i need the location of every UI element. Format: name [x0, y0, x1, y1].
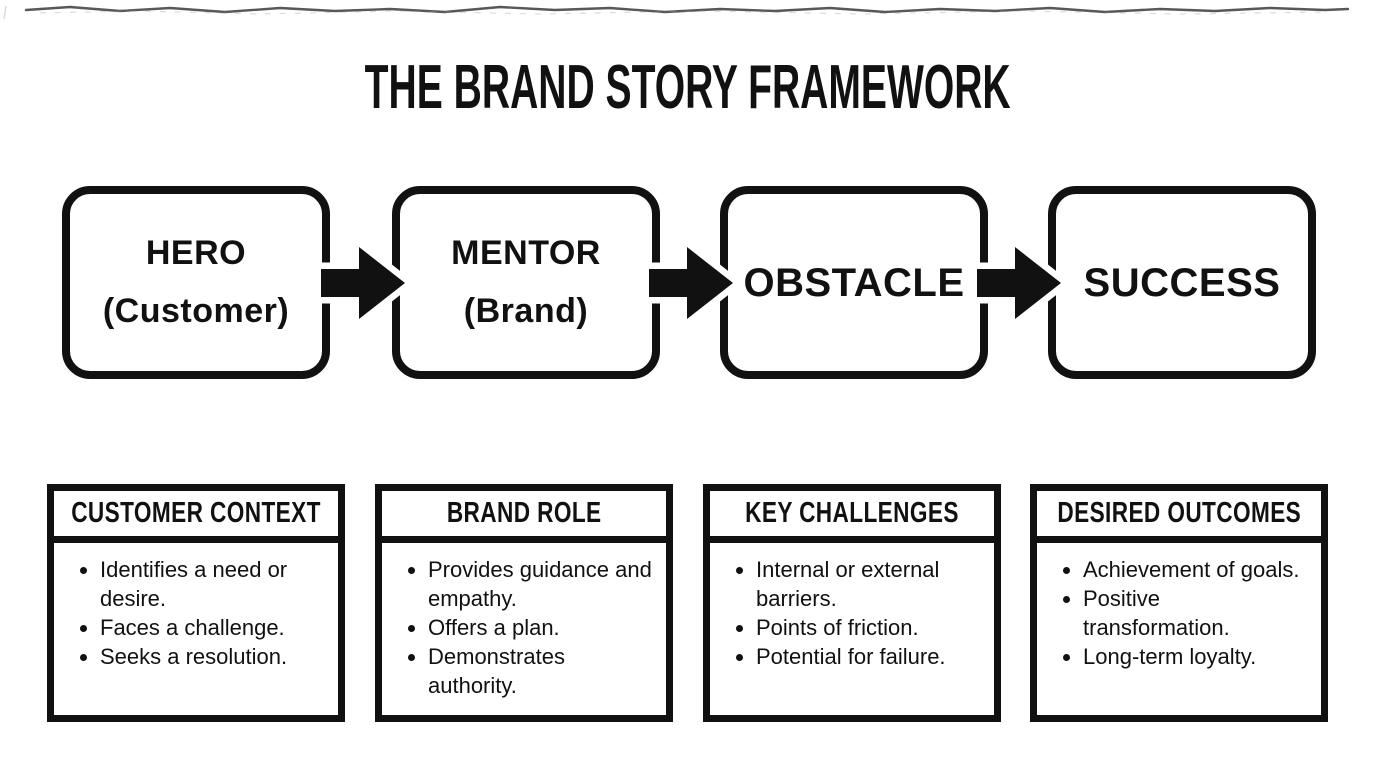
card-header: KEY CHALLENGES [710, 491, 994, 543]
card-bullet-item: Potential for failure. [756, 642, 984, 671]
card-bullet-item: Long-term loyalty. [1083, 642, 1311, 671]
flow-box-sublabel: (Customer) [102, 291, 290, 330]
card-bullet-list: Provides guidance and empathy. Offers a … [382, 543, 666, 700]
card-bullet-item: Seeks a resolution. [100, 642, 328, 671]
flow-box-obstacle: OBSTACLE [720, 186, 988, 379]
torn-paper-edge [3, 5, 1350, 20]
flow-box-sublabel: (Brand) [463, 291, 589, 330]
card-bullet-item: Faces a challenge. [100, 613, 328, 642]
card-bullet-item: Achievement of goals. [1083, 555, 1311, 584]
card-bullet-item: Internal or external barriers. [756, 555, 984, 613]
card-title: BRAND ROLE [446, 497, 602, 529]
card-bullet-item: Offers a plan. [428, 613, 656, 642]
flow-box-label: HERO [145, 233, 247, 272]
card-bullet-list: Internal or external barriers. Points of… [710, 543, 994, 671]
card-bullet-list: Achievement of goals. Positive transform… [1037, 543, 1321, 671]
flow-box-label: OBSTACLE [743, 260, 965, 305]
card-title: KEY CHALLENGES [745, 497, 959, 529]
card-customer-context: CUSTOMER CONTEXT Identifies a need or de… [47, 484, 345, 722]
flow-arrow-icon [321, 244, 412, 322]
card-header: DESIRED OUTCOMES [1037, 491, 1321, 543]
flow-arrow-icon [977, 244, 1068, 322]
flow-box-hero: HERO (Customer) [62, 186, 330, 379]
card-title: CUSTOMER CONTEXT [71, 497, 321, 529]
card-title: DESIRED OUTCOMES [1057, 497, 1301, 529]
flow-arrow-icon [649, 244, 740, 322]
flow-box-label: SUCCESS [1083, 260, 1281, 305]
card-bullet-item: Demonstrates authority. [428, 642, 656, 700]
card-header: CUSTOMER CONTEXT [54, 491, 338, 543]
card-bullet-item: Points of friction. [756, 613, 984, 642]
page-title: THE BRAND STORY FRAMEWORK [0, 50, 1376, 126]
card-bullet-list: Identifies a need or desire. Faces a cha… [54, 543, 338, 671]
card-key-challenges: KEY CHALLENGES Internal or external barr… [703, 484, 1001, 722]
flow-box-success: SUCCESS [1048, 186, 1316, 379]
card-bullet-item: Positive transformation. [1083, 584, 1311, 642]
card-brand-role: BRAND ROLE Provides guidance and empathy… [375, 484, 673, 722]
page-title-text: THE BRAND STORY FRAMEWORK [365, 53, 1011, 122]
card-header: BRAND ROLE [382, 491, 666, 543]
card-bullet-item: Identifies a need or desire. [100, 555, 328, 613]
flow-box-label: MENTOR [451, 233, 601, 272]
flow-box-mentor: MENTOR (Brand) [392, 186, 660, 379]
card-desired-outcomes: DESIRED OUTCOMES Achievement of goals. P… [1030, 484, 1328, 722]
card-bullet-item: Provides guidance and empathy. [428, 555, 656, 613]
